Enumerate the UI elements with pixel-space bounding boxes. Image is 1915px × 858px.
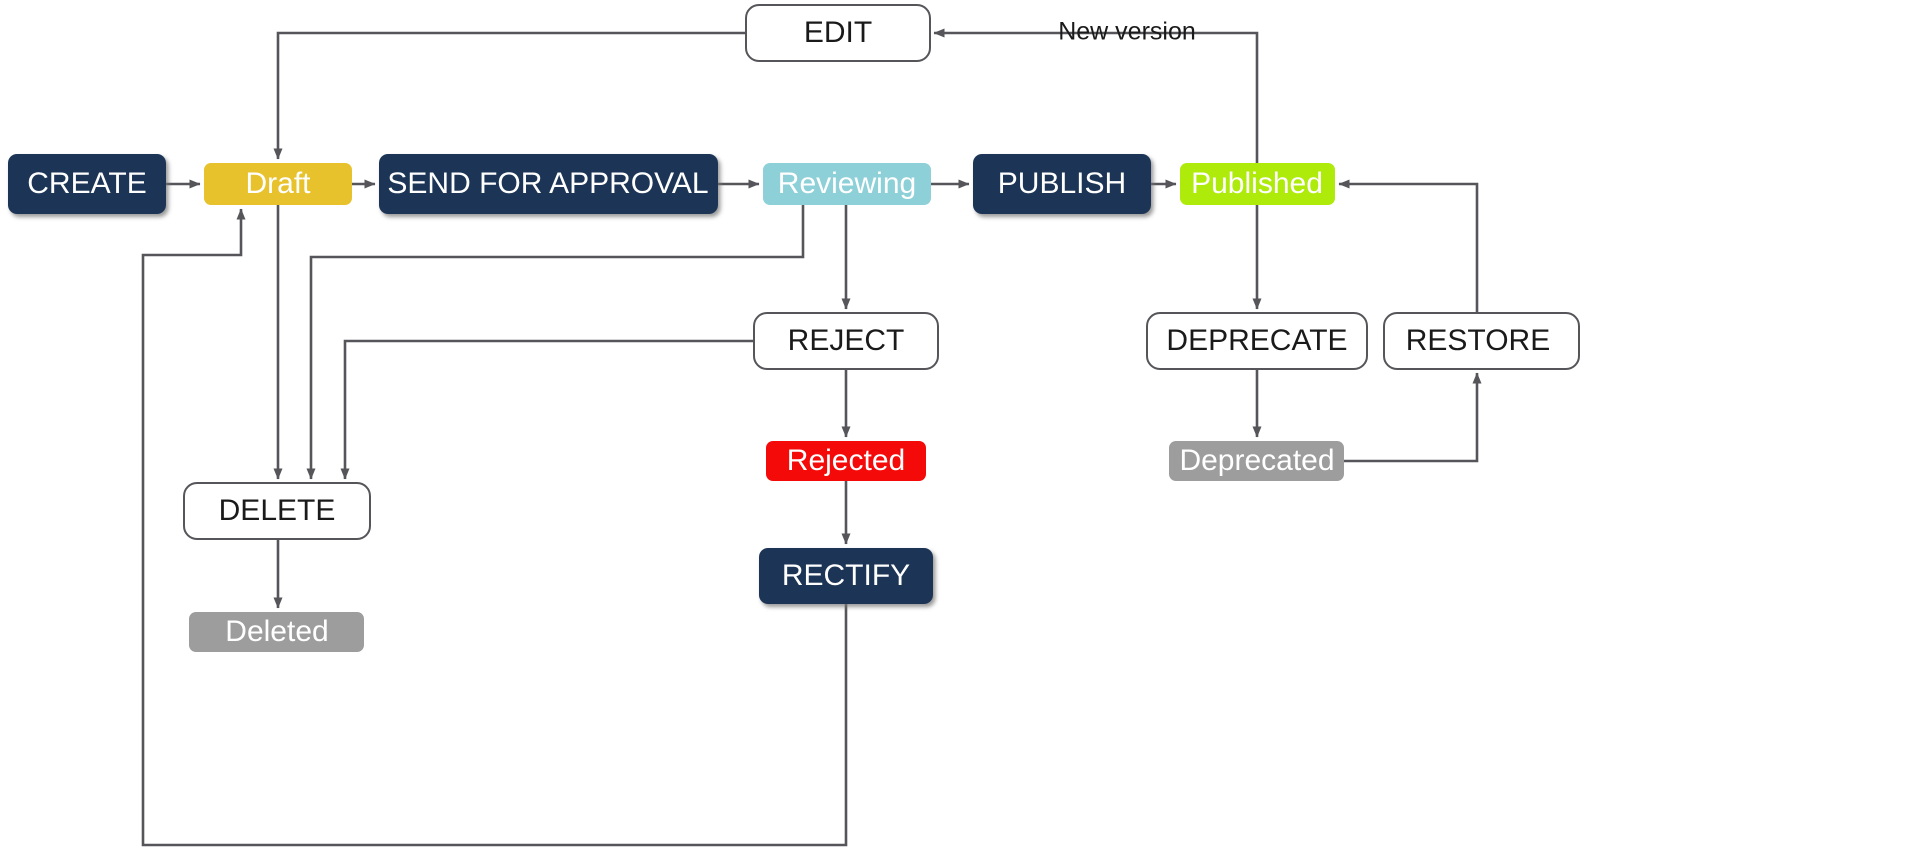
node-rectify-label: RECTIFY — [782, 559, 910, 592]
edge-published-to-edit-new-version — [933, 28, 1259, 163]
node-restore-shape — [1383, 312, 1580, 370]
node-edit-shape — [745, 4, 931, 62]
edge-deprecated-to-restore — [1344, 372, 1482, 463]
node-deprecated[interactable]: Deprecated — [1169, 441, 1344, 481]
node-send-for-approval-label: SEND FOR APPROVAL — [387, 167, 708, 200]
node-deleted-label: Deleted — [225, 615, 328, 648]
edge-restore-to-published — [1338, 179, 1479, 313]
node-deprecated-label: Deprecated — [1179, 444, 1334, 477]
node-restore[interactable]: RESTORE — [1383, 312, 1580, 370]
node-rejected-shape — [766, 441, 926, 481]
node-reviewing-label: Reviewing — [778, 167, 916, 200]
node-edit-label: EDIT — [804, 16, 872, 49]
node-deleted[interactable]: Deleted — [189, 612, 364, 652]
node-send-for-approval[interactable]: SEND FOR APPROVAL — [379, 154, 718, 214]
edge-label-new-version: New version — [1058, 18, 1196, 46]
node-reject[interactable]: REJECT — [753, 312, 939, 370]
node-deprecated-shape — [1169, 441, 1344, 481]
node-delete-label: DELETE — [219, 494, 336, 527]
edge-rectify-to-draft — [141, 208, 848, 847]
node-reject-shape — [753, 312, 939, 370]
node-rejected[interactable]: Rejected — [766, 441, 926, 481]
node-published[interactable]: Published — [1180, 163, 1335, 205]
node-deprecate-shape — [1146, 312, 1368, 370]
node-draft-shape — [204, 163, 352, 205]
node-reviewing-shape — [763, 163, 931, 205]
node-rectify[interactable]: RECTIFY — [759, 548, 933, 604]
node-deprecate[interactable]: DEPRECATE — [1146, 312, 1368, 370]
node-reviewing[interactable]: Reviewing — [763, 163, 931, 205]
node-draft-label: Draft — [245, 167, 311, 200]
node-reject-label: REJECT — [788, 324, 905, 357]
node-create-shape — [8, 154, 166, 214]
node-edit[interactable]: EDIT — [745, 4, 931, 62]
node-publish-shape — [973, 154, 1151, 214]
node-rectify-shape — [759, 548, 933, 604]
node-published-label: Published — [1191, 167, 1323, 200]
edge-reviewing-to-delete — [306, 205, 805, 480]
node-delete-shape — [183, 482, 371, 540]
node-restore-label: RESTORE — [1406, 324, 1550, 357]
node-publish[interactable]: PUBLISH — [973, 154, 1151, 214]
node-deleted-shape — [189, 612, 364, 652]
node-publish-label: PUBLISH — [998, 167, 1126, 200]
node-delete[interactable]: DELETE — [183, 482, 371, 540]
edge-reject-to-delete — [340, 339, 754, 480]
node-published-shape — [1180, 163, 1335, 205]
node-send-for-approval-shape — [379, 154, 718, 214]
node-rejected-label: Rejected — [787, 444, 905, 477]
node-create[interactable]: CREATE — [8, 154, 166, 214]
node-create-label: CREATE — [27, 167, 146, 200]
node-deprecate-label: DEPRECATE — [1166, 324, 1347, 357]
edge-edit-to-draft — [273, 31, 746, 160]
node-draft[interactable]: Draft — [204, 163, 352, 205]
